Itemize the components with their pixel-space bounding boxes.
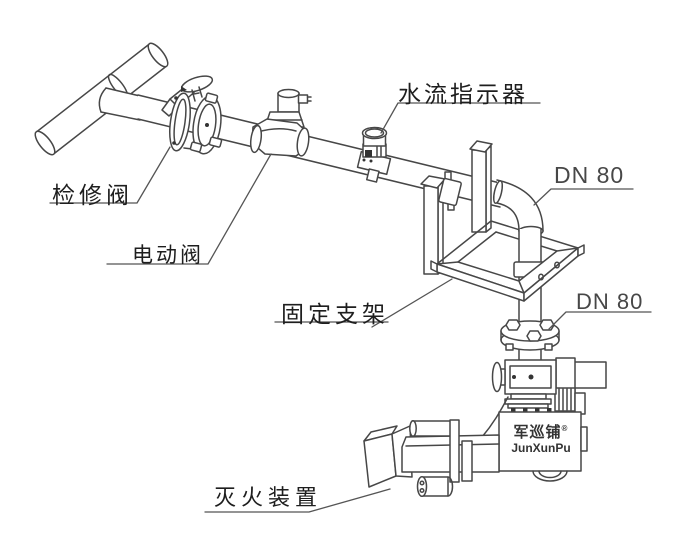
pan-tilt-unit xyxy=(491,357,607,415)
flange-dn80 xyxy=(500,319,560,351)
leader-fixed-bracket xyxy=(274,278,453,328)
label-fixed-bracket: 固定支架 xyxy=(281,302,389,327)
label-electric-valve: 电动阀 xyxy=(132,243,204,267)
label-dn80-upper: DN 80 xyxy=(554,162,625,188)
brand-logo-cn: 军巡铺® xyxy=(513,424,569,441)
electric-valve xyxy=(249,88,312,157)
bracket-frame-front xyxy=(430,244,585,302)
leader-fire-device xyxy=(204,488,391,513)
label-fire-device: 灭火装置 xyxy=(214,485,323,510)
leader-dn80-lower xyxy=(548,311,652,330)
elbow-pipe xyxy=(492,179,544,237)
bracket-post-right xyxy=(469,140,493,233)
water-flow-indicator xyxy=(356,126,392,183)
pipe-clamp xyxy=(438,171,462,211)
camera-cylinder xyxy=(416,475,454,498)
brand-logo-en: JunXunPu xyxy=(511,440,571,455)
label-maintenance-valve: 检修阀 xyxy=(52,183,133,208)
leader-dn80-upper xyxy=(533,188,634,206)
registered-mark-icon: ® xyxy=(561,424,569,433)
label-dn80-lower: DN 80 xyxy=(576,289,644,314)
brand-logo: 军巡铺® JunXunPu xyxy=(503,424,579,455)
leader-water-flow-indicator xyxy=(380,102,541,134)
nozzle-assembly xyxy=(363,419,500,498)
maintenance-valve xyxy=(161,75,223,155)
leader-maintenance-valve xyxy=(49,146,171,204)
device-body xyxy=(498,411,588,482)
leader-electric-valve xyxy=(106,153,272,265)
tee-branch xyxy=(98,87,141,121)
label-water-flow-indicator: 水流指示器 xyxy=(398,82,528,107)
cable xyxy=(481,396,509,438)
